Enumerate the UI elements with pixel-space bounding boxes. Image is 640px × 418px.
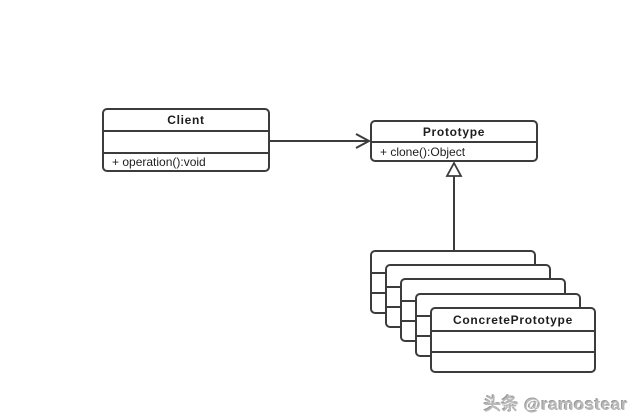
- association-arrow-client-to-prototype: [270, 133, 372, 149]
- open-arrowhead-icon: [355, 133, 372, 149]
- class-methods-client: + operation():void: [104, 152, 268, 170]
- class-attributes-client: [104, 130, 268, 152]
- class-box-prototype: Prototype + clone():Object: [370, 120, 538, 162]
- class-methods-concrete-prototype: [432, 351, 594, 371]
- class-box-client: Client + operation():void: [102, 108, 270, 172]
- class-attributes-concrete-prototype: [432, 330, 594, 351]
- watermark-text: 头条 @ramostear: [483, 395, 628, 414]
- class-box-concrete-prototype-1: ConcretePrototype: [430, 307, 596, 373]
- class-title-client: Client: [167, 113, 205, 127]
- class-title-prototype: Prototype: [422, 124, 486, 139]
- inheritance-arrow-concrete-to-prototype: [445, 161, 463, 250]
- hollow-triangle-arrowhead-icon: [445, 161, 463, 177]
- class-methods-prototype: + clone():Object: [372, 141, 536, 160]
- class-title-concrete-prototype: ConcretePrototype: [453, 312, 573, 327]
